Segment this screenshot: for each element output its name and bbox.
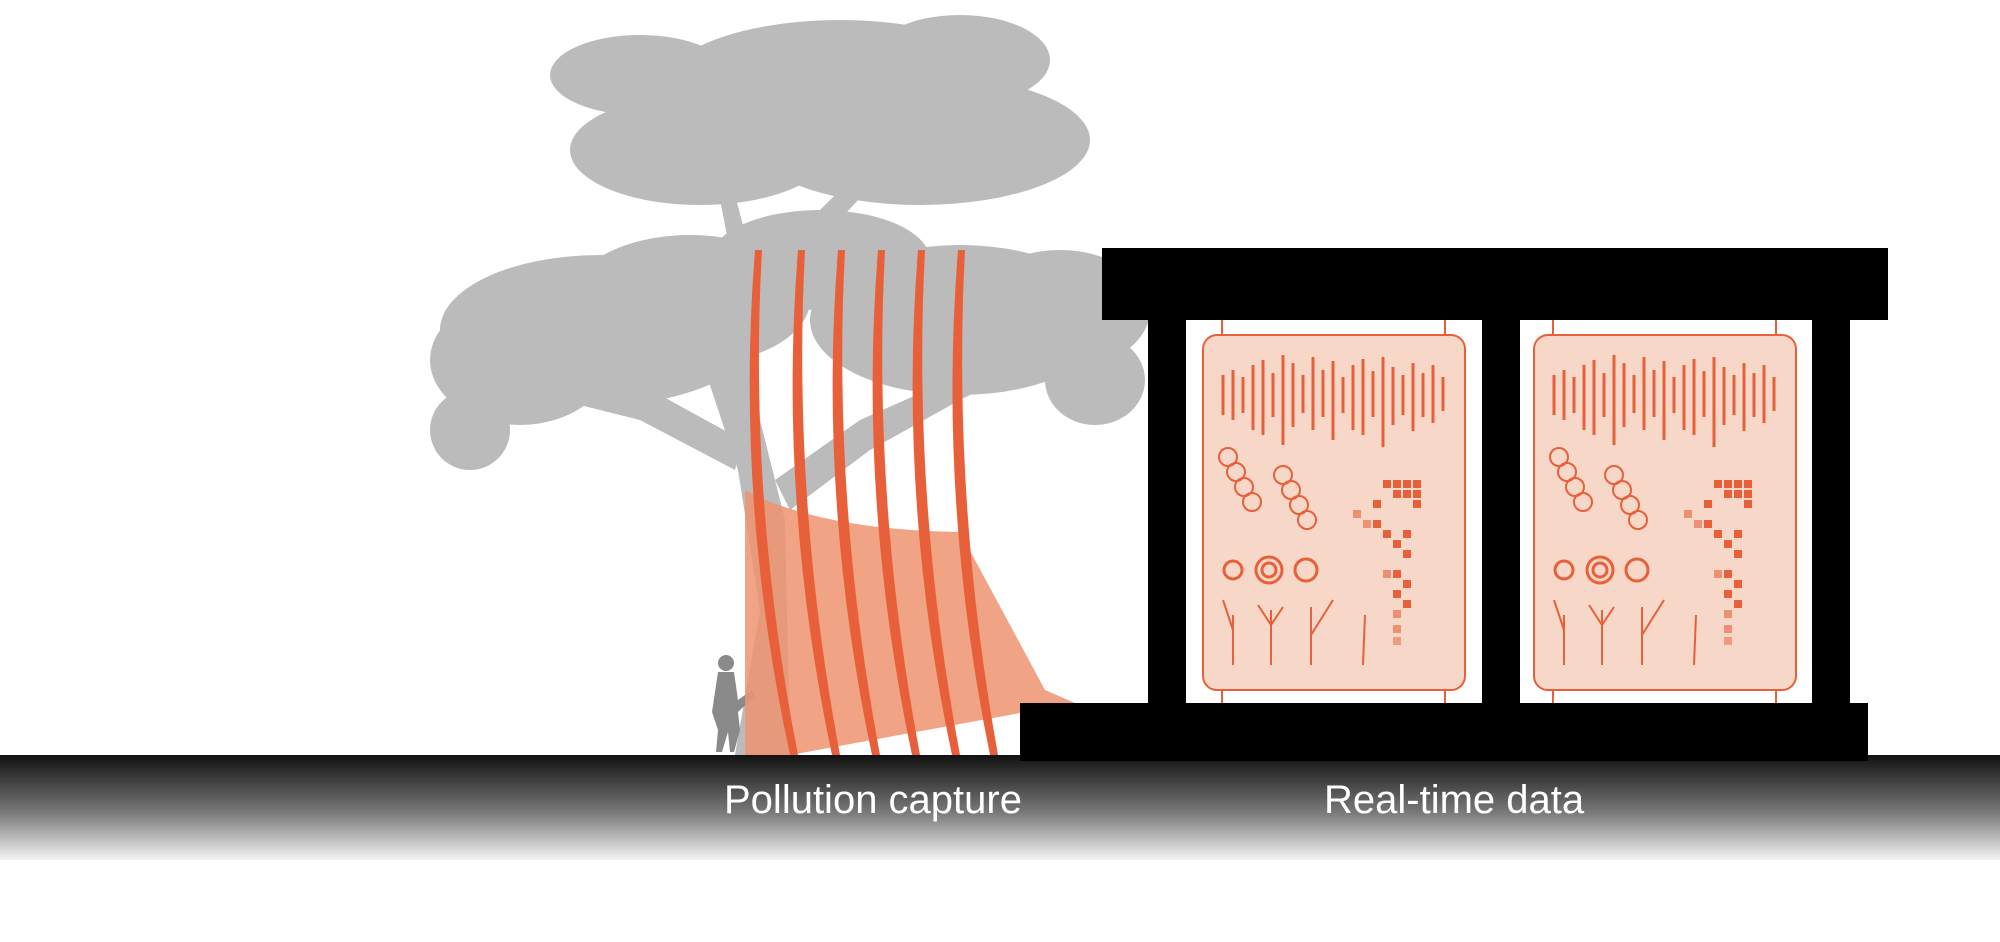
- data-panel-left: [1202, 334, 1466, 691]
- data-panel-right: [1533, 334, 1797, 691]
- branch-glyphs: [1553, 599, 1697, 666]
- hexagon-pattern: [1549, 447, 1648, 530]
- station-post-right: [1812, 318, 1850, 706]
- ring-indicators: [1222, 555, 1319, 585]
- panel-hangers: [1221, 320, 1777, 703]
- branch-glyphs: [1222, 599, 1366, 666]
- person-silhouette: [712, 655, 755, 752]
- pollution-capture-structure: [745, 250, 1075, 755]
- data-station: [1020, 248, 1888, 761]
- station-post-left: [1148, 318, 1186, 706]
- tree: [430, 15, 1150, 755]
- capture-ribs: [749, 250, 998, 755]
- ring-indicators: [1553, 555, 1650, 585]
- hexagon-pattern: [1218, 447, 1317, 530]
- pixel-grid: [1684, 480, 1752, 645]
- real-time-data-label: Real-time data: [1324, 778, 1585, 822]
- pollution-capture-label: Pollution capture: [724, 778, 1022, 822]
- waveform-bars: [1221, 355, 1445, 447]
- pixel-grid: [1353, 480, 1421, 645]
- station-roof: [1102, 248, 1888, 320]
- station-post-middle: [1482, 318, 1520, 706]
- station-base: [1020, 703, 1868, 761]
- waveform-bars: [1552, 355, 1776, 447]
- ground: [0, 755, 2000, 860]
